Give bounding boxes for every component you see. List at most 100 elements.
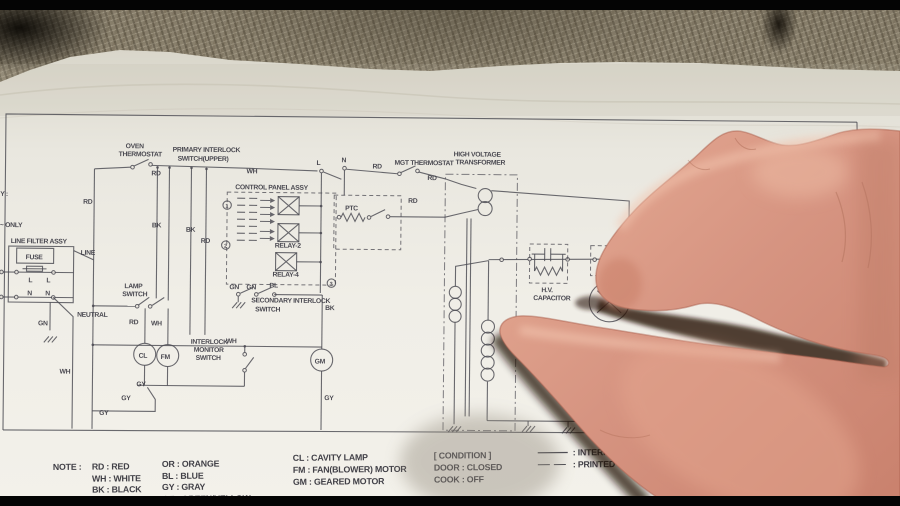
- wire-label-rd: RD: [151, 170, 161, 177]
- lamp-switch-circuit: LAMP SWITCH RD WH CL FM GY: [91, 283, 245, 417]
- legend-device-gm: GM : GEARED MOTOR: [293, 476, 385, 487]
- terminal-l-label: L: [46, 277, 50, 284]
- paper-fold-shade: [0, 64, 900, 116]
- legend-device-cl: CL : CAVITY LAMP: [293, 452, 368, 463]
- terminal-n-label: N: [27, 290, 32, 297]
- terminal-n-label: N: [342, 157, 347, 164]
- line-filter-assy-box: LINE FILTER ASSY FUSE L L N N LINE: [0, 238, 108, 429]
- lamp-switch-label2: SWITCH: [122, 291, 147, 298]
- cavity-lamp-symbol-label: CL: [139, 353, 148, 360]
- relay-2-label: RELAY-2: [275, 243, 302, 250]
- wire-label-gn: GN: [229, 284, 239, 291]
- primary-interlock-label1: PRIMARY INTERLOCK: [173, 147, 241, 155]
- control-panel-label: CONTROL PANEL ASSY: [235, 184, 308, 192]
- relay-4-label: RELAY-4: [272, 272, 299, 279]
- wire-label-bl: BL: [269, 283, 278, 290]
- wire-label-bk: BK: [325, 305, 335, 312]
- hand-edge-shade: [858, 140, 900, 380]
- wire-label-gn: GN: [38, 320, 48, 327]
- ground-symbol: [43, 336, 58, 343]
- hand-shading: [519, 130, 900, 506]
- connector-2-digit: 2: [224, 244, 227, 250]
- hand: [499, 128, 900, 506]
- supply-note-line2: ~ ONLY: [0, 222, 23, 229]
- terminal-n-label: N: [45, 290, 50, 297]
- hand-crease-1: [835, 191, 846, 263]
- connector-number-1: 1: [222, 200, 232, 210]
- oven-thermostat-label1: OVEN: [126, 143, 145, 150]
- fingertip-shade: [598, 258, 642, 310]
- knuckle-highlight: [752, 146, 848, 198]
- fan-motor-symbol-label: FM: [161, 354, 171, 361]
- hv-capacitor-label1: H.V.: [541, 287, 553, 294]
- panel-feed-wires: BK BK RD: [152, 166, 346, 335]
- connector-number-3: 3: [326, 278, 337, 288]
- geared-motor: BK GM GY: [310, 295, 335, 431]
- index-mid-crease: [687, 159, 711, 171]
- paper-ambient-shadow: [400, 414, 560, 506]
- hand-shadows: [400, 296, 886, 506]
- mgt-thermostat-switch: MGT THERMOSTAT RD RD: [372, 160, 454, 182]
- ptc-label: PTC: [345, 205, 358, 212]
- oven-thermostat-switch: OVEN THERMOSTAT RD: [94, 143, 163, 177]
- connector-1-digit: 1: [225, 204, 228, 210]
- wire-label-rd: RD: [372, 164, 382, 171]
- wire-label-wh: WH: [246, 168, 257, 175]
- primary-interlock-label2: SWITCH(UPPER): [178, 156, 229, 163]
- legend-color-or: OR : ORANGE: [162, 459, 220, 470]
- geared-motor-symbol-label: GM: [315, 358, 326, 365]
- supply-note-line1: Y :: [0, 191, 8, 198]
- fuse-label: FUSE: [26, 254, 44, 261]
- legend-color-gy: GY : GRAY: [162, 482, 206, 492]
- lamp-switch-label1: LAMP: [124, 283, 143, 290]
- wire-label-wh: WH: [151, 320, 162, 327]
- legend-note-label: NOTE :: [53, 462, 82, 472]
- legend-color-bl: BL : BLUE: [162, 471, 204, 481]
- ptc-block: PTC RD: [333, 194, 446, 251]
- neutral-label: NEUTRAL: [77, 312, 108, 319]
- index-knuckle-crease: [734, 137, 757, 150]
- hv-capacitor-label2: CAPACITOR: [533, 295, 571, 302]
- connector-number-2: 2: [221, 240, 231, 250]
- terminal-l-label: L: [28, 277, 32, 284]
- line-label: LINE: [81, 250, 96, 257]
- wire-label-rd: RD: [201, 238, 211, 245]
- wire-label-rd: RD: [83, 199, 93, 206]
- paper-fold-crease: [0, 83, 900, 105]
- letterbox-top-bar: [0, 0, 900, 10]
- ground-symbol: [231, 301, 246, 309]
- hv-capacitor-box: H.V. CAPACITOR: [528, 243, 571, 302]
- secondary-interlock-switch: GN GN BL SECONDARY INTERLOCK SWITCH: [229, 283, 330, 314]
- terminal-l-label: L: [317, 160, 321, 167]
- legend-device-fm: FM : FAN(BLOWER) MOTOR: [293, 464, 408, 475]
- wire-label-wh: WH: [60, 369, 71, 376]
- hv-transformer-label2: TRANSFORMER: [456, 159, 506, 166]
- hv-transformer-label1: HIGH VOLTAGE: [454, 151, 502, 158]
- thumb-shadow: [490, 331, 651, 506]
- wire-label-gy: GY: [324, 395, 334, 402]
- primary-interlock-switch: PRIMARY INTERLOCK SWITCH(UPPER) WH L N: [151, 147, 398, 180]
- fuse-symbol: [22, 265, 47, 272]
- interlock-monitor-label2: MONITOR: [194, 347, 224, 354]
- index-top-highlight: [615, 130, 881, 232]
- legend-color-rd: RD : RED: [92, 461, 130, 471]
- legend-color-wh: WH : WHITE: [92, 473, 141, 483]
- interlock-monitor-label3: SWITCH: [196, 355, 221, 362]
- wire-label-gy: GY: [99, 410, 109, 417]
- legend-color-bk: BK : BLACK: [92, 484, 142, 494]
- signal-arrows: [259, 198, 276, 242]
- wire-label-rd: RD: [129, 319, 139, 326]
- fingertip-contact-shadow: [575, 296, 609, 310]
- wire-label-wh: WH: [226, 338, 237, 345]
- line-filter-label: LINE FILTER ASSY: [11, 238, 68, 246]
- hand-crease-2: [861, 181, 872, 269]
- supply-note: Y : ~ ONLY: [0, 191, 23, 229]
- letterbox-bottom-bar: [0, 496, 900, 506]
- oven-thermostat-label2: THERMOSTAT: [119, 151, 163, 158]
- wire-label-rd: RD: [408, 198, 418, 205]
- wire-label-rd: RD: [427, 175, 437, 182]
- wire-label-gy: GY: [121, 395, 131, 402]
- wire-label-gy: GY: [136, 381, 146, 388]
